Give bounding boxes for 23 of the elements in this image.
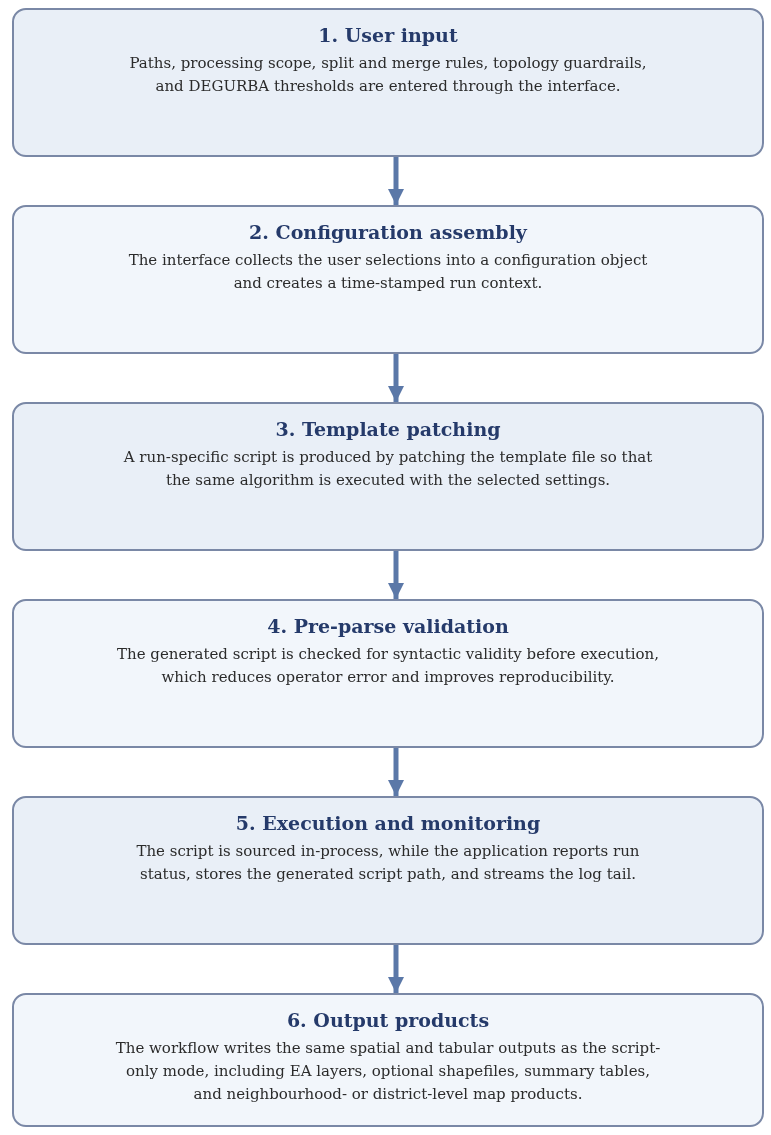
step-box [12,205,764,354]
step-description: The workflow writes the same spatial and tabular outputs as the script-only mode, including EA layers, optional shapefiles, summary tables, and neighbourhood- or district-level map products. [115,1038,661,1105]
step-title: 3. Template patching [275,417,501,442]
arrow [388,945,404,993]
arrow [388,748,404,796]
step-box [12,796,764,945]
arrow [388,157,404,205]
arrow [388,354,404,402]
step-title: 6. Output products [286,1008,490,1033]
step-title: 2. Configuration assembly [249,220,527,245]
step-box [12,402,764,551]
step-title: 1. User input [318,23,458,48]
step-description: The interface collects the user selections into a configuration object and creates a time-stamped run context. [127,250,649,294]
step-description: The generated script is checked for syntactic validity before execution, which reduces operator error and improves reproducibility. [116,644,660,688]
step-title: 5. Execution and monitoring [235,811,541,836]
step-description: The script is sourced in-process, while the application reports run status, stores the generated script path, and streams the log tail. [135,841,641,885]
step-title: 4. Pre-parse validation [267,614,509,639]
step-box [12,993,764,1127]
step-box [12,8,764,157]
step-box [12,599,764,748]
arrow [388,551,404,599]
step-description: Paths, processing scope, split and merge rules, topology guardrails, and DEGURBA thresholds are entered through the interface. [128,53,648,97]
step-description: A run-specific script is produced by patching the template file so that the same algorithm is executed with the selected settings. [122,447,654,491]
